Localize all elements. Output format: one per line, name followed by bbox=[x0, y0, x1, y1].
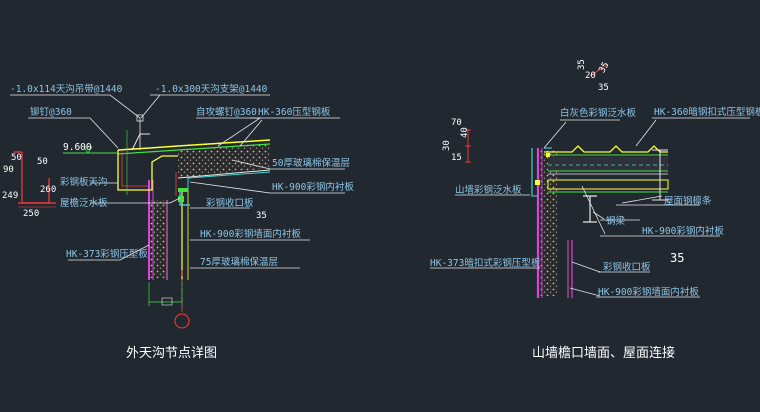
dim-35-right: 35 bbox=[670, 251, 684, 265]
dim-250: 250 bbox=[23, 209, 39, 219]
wall-insulation bbox=[149, 200, 166, 278]
label-right-wall-panel: HK-373暗扣式彩钢压型板 bbox=[430, 257, 541, 269]
dim-70: 70 bbox=[451, 118, 462, 128]
dim-35-left: 35 bbox=[256, 211, 267, 221]
left-title: 外天沟节点详图 bbox=[126, 346, 217, 361]
dim-30: 30 bbox=[442, 140, 452, 151]
label-white-flashing: 白灰色彩钢泛水板 bbox=[560, 107, 637, 119]
dim-35-top: 35 bbox=[577, 59, 587, 70]
gable-flashing-top bbox=[531, 148, 538, 197]
gable-wall-insulation bbox=[540, 150, 558, 296]
dim-249: 249 bbox=[2, 191, 18, 201]
dim-35-bottom: 35 bbox=[598, 83, 609, 93]
right-detail: 白灰色彩钢泛水板 HK-360暗钢扣式压型钢板 山墙彩钢泛水板 屋面钢檩条 钢梁… bbox=[430, 59, 760, 361]
label-right-closure: 彩钢收口板 bbox=[603, 261, 651, 273]
dim-35-rot: 35 bbox=[597, 61, 611, 75]
dim-50-right: 50 bbox=[37, 157, 48, 167]
label-steel-beam: 钢梁 bbox=[606, 215, 626, 227]
label-closure-panel: 彩钢收口板 bbox=[206, 197, 254, 209]
purlin-section bbox=[652, 149, 668, 201]
dim-15: 15 bbox=[451, 153, 462, 163]
label-rivet: 铆钉@360 bbox=[30, 106, 72, 118]
label-gable-flashing: 山墙彩钢泛水板 bbox=[455, 184, 522, 196]
dim-40: 40 bbox=[460, 127, 470, 138]
label-gutter-support: -1.0x300天沟支架@1440 bbox=[155, 83, 268, 95]
dim-260: 260 bbox=[40, 185, 56, 195]
dim-20: 20 bbox=[585, 71, 596, 81]
label-standing-seam: HK-360暗钢扣式压型钢板 bbox=[654, 106, 760, 118]
eave-flashing-shape bbox=[179, 190, 190, 206]
label-right-wall-liner: HK-900彩钢墙面内衬板 bbox=[598, 286, 699, 298]
roof-beam bbox=[547, 179, 669, 190]
standing-seam-panel bbox=[544, 145, 668, 153]
dim-50-left: 50 bbox=[11, 153, 22, 163]
steel-beam-section bbox=[583, 195, 597, 223]
label-eave-flashing: 屋檐泛水板 bbox=[60, 197, 108, 209]
label-insulation-50: 50厚玻璃棉保温层 bbox=[272, 157, 350, 169]
label-liner-panel: HK-900彩钢内衬板 bbox=[272, 181, 354, 193]
label-insulation-75: 75厚玻璃棉保温层 bbox=[200, 256, 278, 268]
left-dimension-sketch bbox=[14, 151, 56, 208]
roof-panel-line bbox=[117, 139, 271, 151]
label-wall-liner: HK-900彩钢墙面内衬板 bbox=[200, 228, 301, 240]
roof-insulation bbox=[178, 143, 270, 178]
label-elevation: 9.600 bbox=[63, 142, 92, 153]
label-wall-panel: HK-373彩钢压型板 bbox=[66, 248, 148, 260]
axis-bubble bbox=[174, 313, 190, 329]
label-roof-panel: HK-360压型钢板 bbox=[258, 106, 331, 118]
label-gutter: 彩钢板天沟 bbox=[60, 176, 108, 188]
left-detail: -1.0x114天沟吊带@1440 -1.0x300天沟支架@1440 铆钉@3… bbox=[2, 83, 354, 361]
right-title: 山墙檐口墙面、屋面连接 bbox=[532, 345, 675, 361]
roof-liner-line bbox=[177, 169, 271, 179]
label-gutter-strap: -1.0x114天沟吊带@1440 bbox=[10, 83, 123, 95]
label-right-liner: HK-900彩钢内衬板 bbox=[642, 225, 724, 237]
label-purlin: 屋面钢檩条 bbox=[664, 195, 712, 207]
label-tapping-screw: 自攻螺钉@360 bbox=[196, 106, 257, 118]
dim-90: 90 bbox=[3, 165, 14, 175]
